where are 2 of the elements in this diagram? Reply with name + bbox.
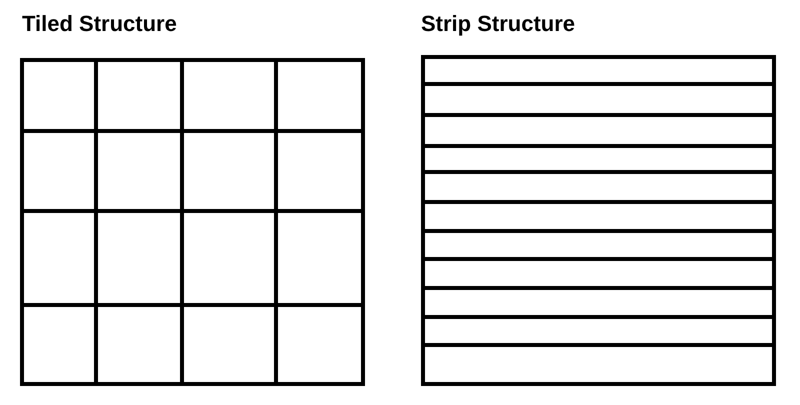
- heading: Strip Structure: [421, 11, 576, 37]
- heading: Tiled Structure: [22, 11, 177, 37]
